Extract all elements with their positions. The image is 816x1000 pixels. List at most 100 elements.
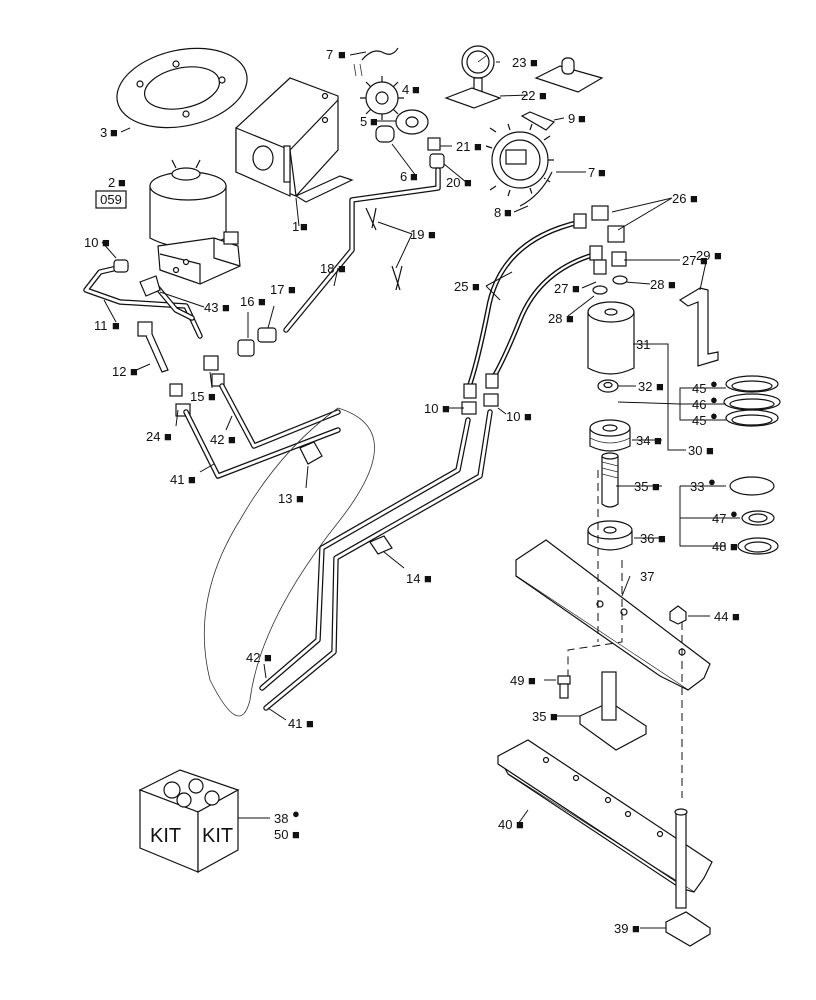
left-fittings <box>113 259 225 417</box>
svg-text:■: ■ <box>730 539 738 554</box>
part-13-clip <box>299 441 323 465</box>
label-41-left: 41 <box>170 472 184 487</box>
seal-rings <box>723 375 781 555</box>
label-8: 8 <box>494 205 501 220</box>
label-44: 44 <box>714 609 728 624</box>
label-26: 26 <box>672 191 686 206</box>
label-25: 25 <box>454 279 468 294</box>
part-32-nut <box>597 379 619 393</box>
svg-text:■: ■ <box>632 921 640 936</box>
label-47: 47 <box>712 511 726 526</box>
leader-lines <box>101 51 740 929</box>
svg-text:■: ■ <box>732 609 740 624</box>
label-1: 1 <box>292 219 299 234</box>
label-17: 17 <box>270 282 284 297</box>
svg-text:■: ■ <box>539 88 547 103</box>
svg-text:■: ■ <box>264 650 272 665</box>
svg-text:■: ■ <box>668 277 676 292</box>
label-4: 4 <box>402 82 409 97</box>
svg-text:■: ■ <box>338 261 346 276</box>
label-23: 23 <box>512 55 526 70</box>
part-31-cylinder <box>587 301 635 375</box>
label-13: 13 <box>278 491 292 506</box>
svg-text:■: ■ <box>528 673 536 688</box>
label-35-top: 35 <box>634 479 648 494</box>
label-6: 6 <box>400 169 407 184</box>
part-35-rod <box>601 452 619 508</box>
label-43: 43 <box>204 300 218 315</box>
svg-text:■: ■ <box>164 429 172 444</box>
kit-box: KIT KIT <box>138 769 240 874</box>
label-3: 3 <box>100 125 107 140</box>
part-36-washer <box>587 520 633 551</box>
svg-text:■: ■ <box>110 125 118 140</box>
label-7-top: 7 <box>326 47 333 62</box>
kit-text-left: KIT <box>150 825 181 847</box>
svg-text:■: ■ <box>572 281 580 296</box>
svg-text:■: ■ <box>656 379 664 394</box>
label-7-right: 7 <box>588 165 595 180</box>
part-16-17-fittings <box>237 327 277 357</box>
label-20: 20 <box>446 175 460 190</box>
svg-text:●: ● <box>292 806 300 821</box>
label-21: 21 <box>456 139 470 154</box>
svg-text:■: ■ <box>578 111 586 126</box>
part-35-mount <box>578 671 648 751</box>
svg-text:■: ■ <box>222 300 230 315</box>
label-22: 22 <box>521 88 535 103</box>
part-22-bracket <box>444 57 604 109</box>
label-28-right: 28 <box>650 277 664 292</box>
ref-box-059: 059 <box>95 190 127 209</box>
label-46: 46 <box>692 397 706 412</box>
label-49: 49 <box>510 673 524 688</box>
assembly-lines <box>567 470 683 798</box>
part-41-42-tubes-left <box>183 383 341 479</box>
part-41-42-tubes-long <box>259 393 499 711</box>
label-36: 36 <box>640 531 654 546</box>
label-37: 37 <box>640 569 654 584</box>
svg-text:■: ■ <box>652 479 660 494</box>
svg-text:■: ■ <box>442 401 450 416</box>
label-40: 40 <box>498 817 512 832</box>
label-45-bottom: 45 <box>692 413 706 428</box>
label-12: 12 <box>112 364 126 379</box>
svg-text:■: ■ <box>208 389 216 404</box>
part-26-elbows <box>591 205 625 243</box>
svg-text:■: ■ <box>410 169 418 184</box>
label-27-right: 27 <box>682 253 696 268</box>
part-9-clip <box>520 111 556 131</box>
part-44-nut <box>669 605 687 625</box>
svg-text:■: ■ <box>258 294 266 309</box>
svg-text:■: ■ <box>102 235 110 250</box>
label-41-bottom: 41 <box>288 716 302 731</box>
svg-text:■: ■ <box>516 817 524 832</box>
part-7-chain-top <box>353 47 399 77</box>
part-2-reservoir-pump <box>149 159 241 285</box>
label-38: 38 <box>274 811 288 826</box>
label-42-left: 42 <box>210 432 224 447</box>
label-10-mid-left: 10 <box>424 401 438 416</box>
svg-text:■: ■ <box>524 409 532 424</box>
label-28-left: 28 <box>548 311 562 326</box>
svg-text:●: ● <box>710 376 718 391</box>
part-49-bolt <box>557 675 571 699</box>
svg-text:■: ■ <box>300 219 308 234</box>
group-outline <box>203 407 375 717</box>
label-45-top: 45 <box>692 381 706 396</box>
svg-text:■: ■ <box>296 491 304 506</box>
part-20-21-fittings <box>427 137 445 169</box>
svg-text:■: ■ <box>566 311 574 326</box>
label-30: 30 <box>688 443 702 458</box>
part-8-sprocket <box>485 123 554 207</box>
svg-text:■: ■ <box>288 282 296 297</box>
label-11: 11 <box>94 318 108 333</box>
label-14: 14 <box>406 571 420 586</box>
svg-text:■: ■ <box>464 175 472 190</box>
part-3-ring <box>116 47 248 129</box>
part-29-bracket <box>678 287 719 367</box>
label-32: 32 <box>638 379 652 394</box>
label-10-left: 10 <box>84 235 98 250</box>
part-labels: 7■ 23■ 4■ 22■ 3■ 5■ 9■ 21■ 7■ 6■ 20■ 2■ … <box>84 47 740 936</box>
svg-text:■: ■ <box>706 443 714 458</box>
label-42-bottom: 42 <box>246 650 260 665</box>
